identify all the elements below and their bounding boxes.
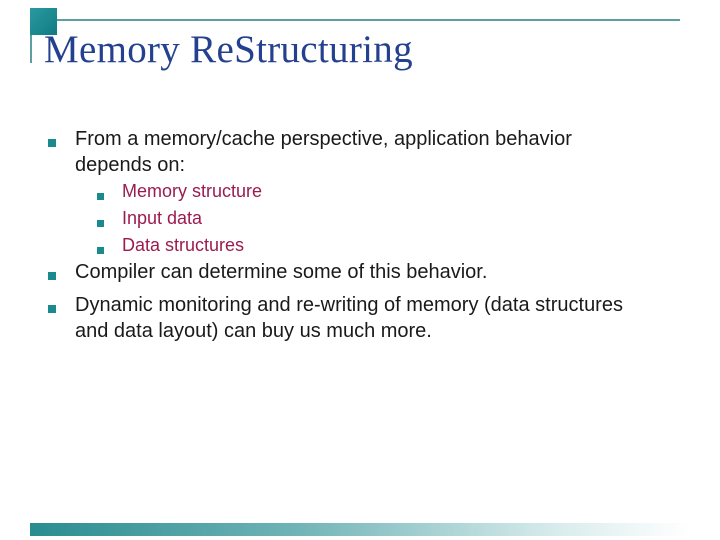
bottom-gradient-bar (30, 523, 690, 536)
top-rule-line (30, 19, 680, 21)
bullet-item-dynamic-monitoring: Dynamic monitoring and re-writing of mem… (48, 292, 698, 344)
sub-bullet-item-input-data: Input data (48, 205, 698, 232)
sub-bullet-item-memory-structure: Memory structure (48, 178, 698, 205)
bullet-square-icon (48, 305, 56, 313)
bullet-list: From a memory/cache perspective, applica… (48, 126, 698, 344)
bullet-square-icon (48, 272, 56, 280)
bullet-square-icon (48, 139, 56, 147)
bullet-text: Compiler can determine some of this beha… (75, 261, 488, 283)
sub-bullet-text: Data structures (122, 235, 245, 255)
sub-bullet-item-data-structures: Data structures (48, 232, 698, 259)
bullet-item-depends-on: From a memory/cache perspective, applica… (48, 126, 698, 178)
left-rule-line (30, 19, 32, 63)
bullet-text: Dynamic monitoring and re-writing of mem… (75, 294, 623, 342)
bullet-square-icon (97, 193, 104, 200)
bullet-text: From a memory/cache perspective, applica… (75, 128, 572, 176)
sub-bullet-text: Memory structure (122, 181, 263, 201)
slide-title: Memory ReStructuring (44, 28, 413, 71)
bullet-square-icon (97, 220, 104, 227)
bullet-square-icon (97, 247, 104, 254)
corner-accent-square-icon (30, 8, 57, 35)
bullet-item-compiler: Compiler can determine some of this beha… (48, 259, 698, 285)
sub-bullet-text: Input data (122, 208, 203, 228)
